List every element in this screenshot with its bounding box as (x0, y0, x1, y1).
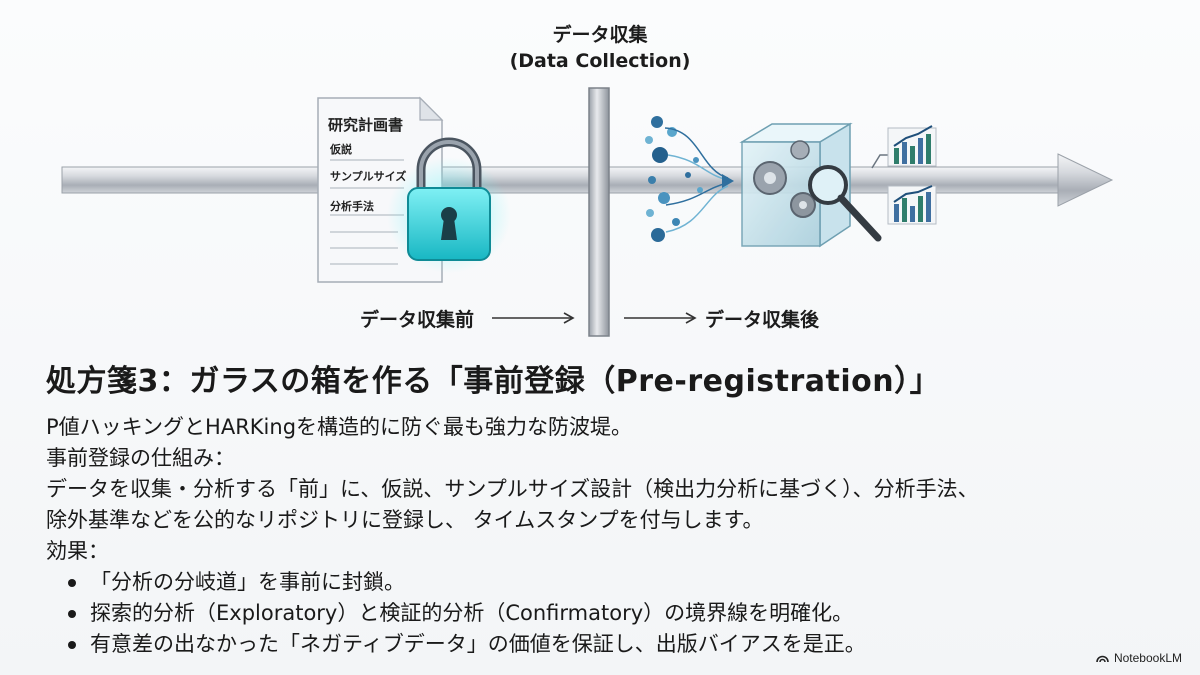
effects-list: 「分析の分岐道」を事前に封鎖。 探索的分析（Exploratory）と検証的分析… (66, 567, 1166, 660)
intro-text: P値ハッキングとHARKingを構造的に防ぐ最も強力な防波堤。 (46, 415, 633, 439)
document-item-hypothesis: 仮説 (330, 143, 352, 156)
slide-heading: 処方箋3：ガラスの箱を作る「事前登録（Pre-registration）」 (46, 364, 941, 399)
data-collection-barrier (588, 87, 610, 337)
mechanism-label: 事前登録の仕組み： (46, 446, 235, 470)
after-arrow (624, 312, 697, 324)
analysis-chart-icons (871, 125, 937, 225)
document-title: 研究計画書 (328, 116, 404, 134)
document-item-analysis-method: 分析手法 (330, 200, 374, 213)
glass-box-icon (739, 122, 882, 248)
timeline-arrow-head (1057, 153, 1114, 207)
diagram-graphics (61, 87, 1114, 337)
brand-label: NotebookLM (1113, 651, 1182, 665)
document-item-sample-size: サンプルサイズ (330, 170, 407, 183)
before-collection-label: データ収集前 (360, 309, 475, 331)
mechanism-line-1: データを収集・分析する「前」に、仮説、サンプルサイズ設計（検出力分析に基づく）、… (46, 477, 979, 501)
slide-content: 処方箋3：ガラスの箱を作る「事前登録（Pre-registration）」 P値… (46, 360, 1166, 660)
effect-item: 探索的分析（Exploratory）と検証的分析（Confirmatory）の境… (66, 598, 1166, 629)
effect-item: 「分析の分岐道」を事前に封鎖。 (66, 567, 1166, 598)
preregistration-diagram: データ収集 (Data Collection) 研究計画書 仮説 サンプルサイズ… (61, 24, 1114, 337)
after-collection-label: データ収集後 (705, 309, 820, 331)
effects-label: 効果： (46, 539, 109, 563)
notebooklm-logo-icon (1096, 655, 1109, 662)
effect-item: 有意差の出なかった「ネガティブデータ」の価値を保証し、出版バイアスを是正。 (66, 629, 1166, 660)
padlock-icon (387, 137, 511, 273)
data-collection-subtitle: (Data Collection) (509, 50, 691, 72)
notebooklm-watermark: NotebookLM (1096, 651, 1182, 665)
mechanism-line-2: 除外基準などを公的なリポジトリに登録し、 タイムスタンプを付与します。 (46, 508, 764, 532)
data-collection-title: データ収集 (552, 24, 648, 46)
before-arrow (492, 312, 575, 324)
data-flow-particles (645, 116, 734, 242)
